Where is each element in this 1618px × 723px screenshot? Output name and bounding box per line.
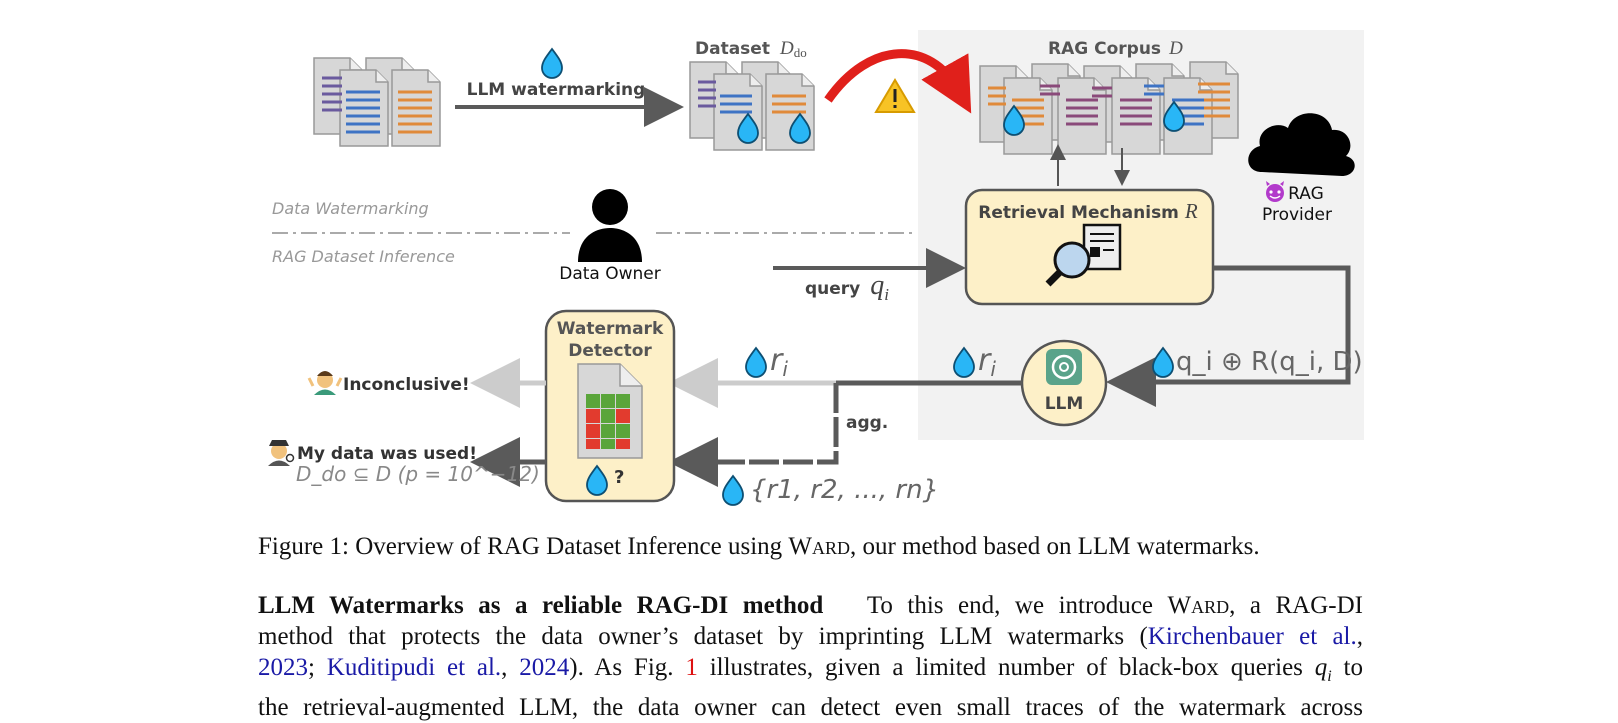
- data-owner-label: Data Owner: [559, 264, 661, 284]
- rag-provider-line1: RAG: [1288, 184, 1324, 204]
- paragraph-heading: LLM Watermarks as a reliable RAG-DI meth…: [258, 592, 824, 619]
- detector-question: ?: [614, 467, 624, 488]
- citation-kirchenbauer-year[interactable]: 2023: [258, 654, 308, 681]
- data-used-label: My data was used!: [297, 444, 477, 464]
- paragraph-line-3: 2023; Kuditipudi et al., 2024). As Fig. …: [258, 654, 1363, 685]
- rag-corpus-stack: [979, 61, 1239, 155]
- detector-document: [577, 363, 643, 459]
- devil-icon: [1266, 181, 1284, 202]
- inconclusive-label: Inconclusive!: [343, 375, 470, 395]
- paragraph-line-1: LLM Watermarks as a reliable RAG-DI meth…: [258, 592, 1363, 619]
- figure-reference[interactable]: 1: [685, 654, 698, 681]
- paragraph-line-2: method that protects the data owner’s da…: [258, 623, 1364, 650]
- retrieval-to-llm-path: [1106, 265, 1351, 407]
- rag-provider-line2: Provider: [1262, 205, 1332, 225]
- agg-label: agg.: [846, 413, 888, 433]
- watermarked-dataset-stack: [689, 61, 815, 151]
- citation-kuditipudi[interactable]: Kuditipudi et al.: [326, 654, 502, 681]
- magnifier-document-icon: [1045, 223, 1122, 287]
- cloud-devil-icon: [1248, 113, 1355, 176]
- water-drop-icon: [745, 347, 767, 378]
- responses-set: {r1, r2, ..., rn}: [750, 475, 939, 505]
- water-drop-icon: [722, 475, 744, 506]
- llm-label: LLM: [1045, 394, 1084, 414]
- body-paragraph: LLM Watermarks as a reliable RAG-DI meth…: [258, 590, 1363, 723]
- shrug-person-icon: [307, 371, 343, 395]
- person-icon: [578, 189, 642, 262]
- response-ri-left: ri: [770, 343, 788, 381]
- detective-icon: [268, 440, 295, 466]
- citation-kuditipudi-year[interactable]: 2024: [519, 654, 570, 681]
- water-drop-icon: [541, 48, 563, 79]
- leak-arrow: [824, 49, 972, 114]
- paragraph-line-4: the retrieval-augmented LLM, the data ow…: [258, 694, 1363, 721]
- data-watermarking-label: Data Watermarking: [272, 199, 429, 218]
- rag-dataset-inference-label: RAG Dataset Inference: [272, 247, 455, 266]
- llm-watermarking-label: LLM watermarking: [467, 80, 646, 100]
- prompt-expression: q_i ⊕ R(q_i, D): [1176, 347, 1363, 377]
- warning-icon: [874, 78, 916, 113]
- citation-kirchenbauer[interactable]: Kirchenbauer et al.: [1147, 623, 1357, 650]
- data-used-expression: D_do ⊆ D (p = 10^−12): [296, 462, 540, 486]
- llm-logo-icon: [1046, 349, 1082, 385]
- detector-label-line1: Watermark: [557, 319, 664, 339]
- detector-label-line2: Detector: [568, 341, 652, 361]
- document-stack-icon: [313, 57, 441, 147]
- aggregation-path: [668, 383, 839, 487]
- figure-caption: Figure 1: Overview of RAG Dataset Infere…: [258, 533, 1260, 560]
- response-ri-right: ri: [978, 343, 996, 381]
